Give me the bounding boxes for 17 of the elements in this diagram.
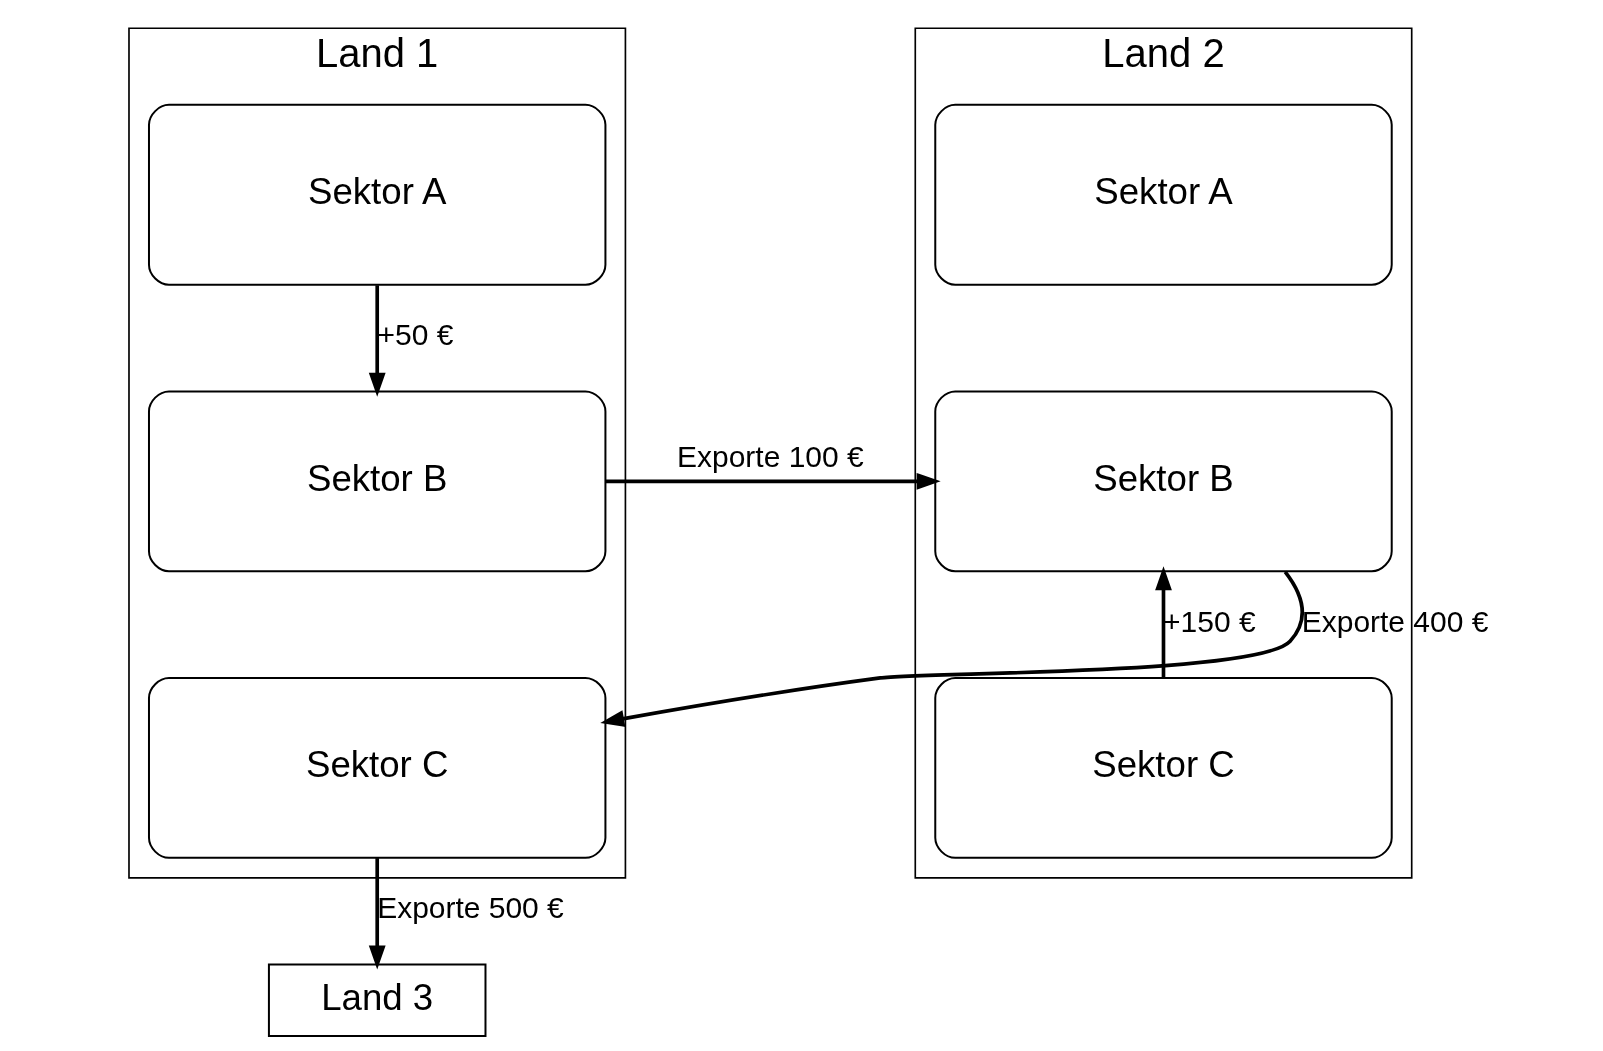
edge-label: Exporte 400 € [1301,604,1488,638]
arrow [1154,566,1172,678]
node-box: Sektor B [147,390,606,573]
arrow [368,858,386,970]
node-box: Sektor C [933,676,1393,859]
node-box: Land 3 [267,963,486,1038]
edge-label: +150 € [1162,604,1256,638]
arrow [368,285,386,397]
edge-label: Exporte 100 € [676,440,864,474]
edge-label: +50 € [377,318,453,352]
arrow [599,570,1304,727]
node-box: Sektor A [147,103,606,286]
node-box: Sektor C [147,676,606,859]
node-box: Sektor B [933,390,1393,573]
node-box: Sektor A [933,103,1393,286]
arrow [605,472,941,490]
edge-label: Exporte 500 € [376,891,564,925]
